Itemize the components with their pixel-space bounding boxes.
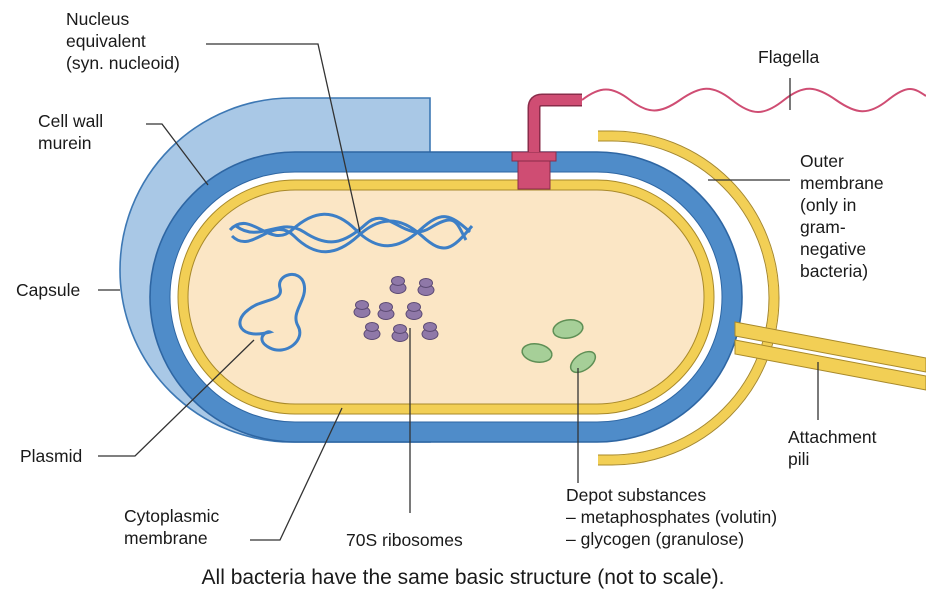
ribosome xyxy=(364,323,380,340)
figure-caption: All bacteria have the same basic structu… xyxy=(0,566,926,590)
ribosome xyxy=(390,277,406,294)
label-70s-ribosomes: 70S ribosomes xyxy=(346,529,463,551)
ribosome xyxy=(406,303,422,320)
label-cytoplasmic-membrane: Cytoplasmic membrane xyxy=(124,505,219,549)
ribosome xyxy=(418,279,434,296)
ribosome xyxy=(422,323,438,340)
label-flagella: Flagella xyxy=(758,46,819,68)
label-depot-substances: Depot substances – metaphosphates (volut… xyxy=(566,484,777,550)
ribosome xyxy=(378,303,394,320)
cytoplasm xyxy=(188,190,704,404)
label-nucleus-equivalent: Nucleus equivalent (syn. nucleoid) xyxy=(66,8,180,74)
label-capsule: Capsule xyxy=(16,279,80,301)
label-outer-membrane: Outer membrane (only in gram- negative b… xyxy=(800,150,884,282)
label-plasmid: Plasmid xyxy=(20,445,82,467)
ribosome xyxy=(354,301,370,318)
label-cell-wall: Cell wall murein xyxy=(38,110,103,154)
attachment-pili xyxy=(735,322,926,390)
label-attachment-pili: Attachment pili xyxy=(788,426,877,470)
ribosome xyxy=(392,325,408,342)
